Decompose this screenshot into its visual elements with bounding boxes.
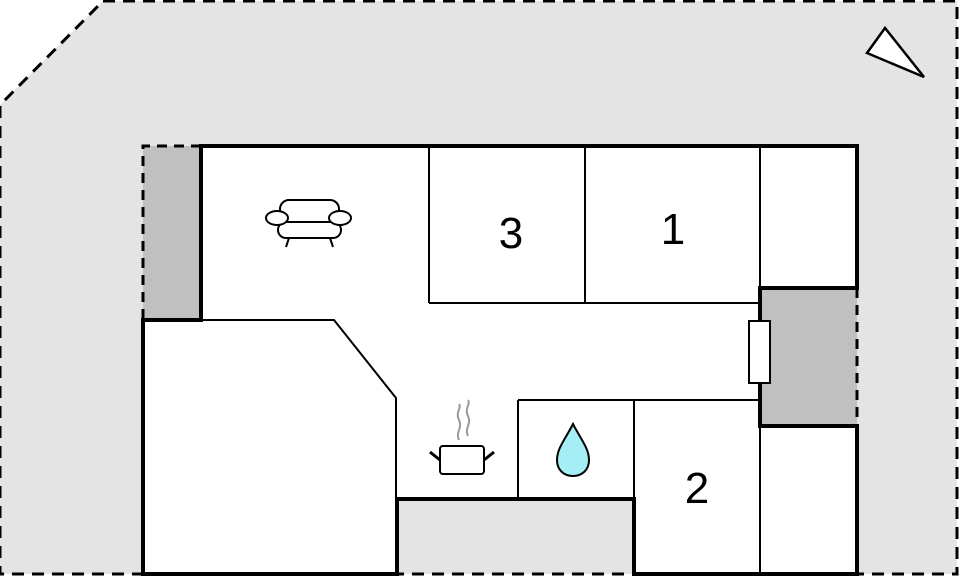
balcony-right [760, 288, 857, 426]
room-label-2: 2 [685, 464, 709, 513]
room-label-3: 3 [499, 209, 523, 258]
water-drop-icon [555, 421, 591, 478]
exterior-walls [141, 144, 859, 576]
armchair-icon [265, 199, 352, 248]
window [748, 320, 771, 384]
building [143, 146, 857, 574]
north-arrow-icon [865, 25, 925, 79]
room-label-1: 1 [661, 205, 685, 254]
balcony-left [143, 146, 201, 320]
interior-walls [201, 146, 761, 574]
cooking-pot-icon [429, 399, 495, 475]
